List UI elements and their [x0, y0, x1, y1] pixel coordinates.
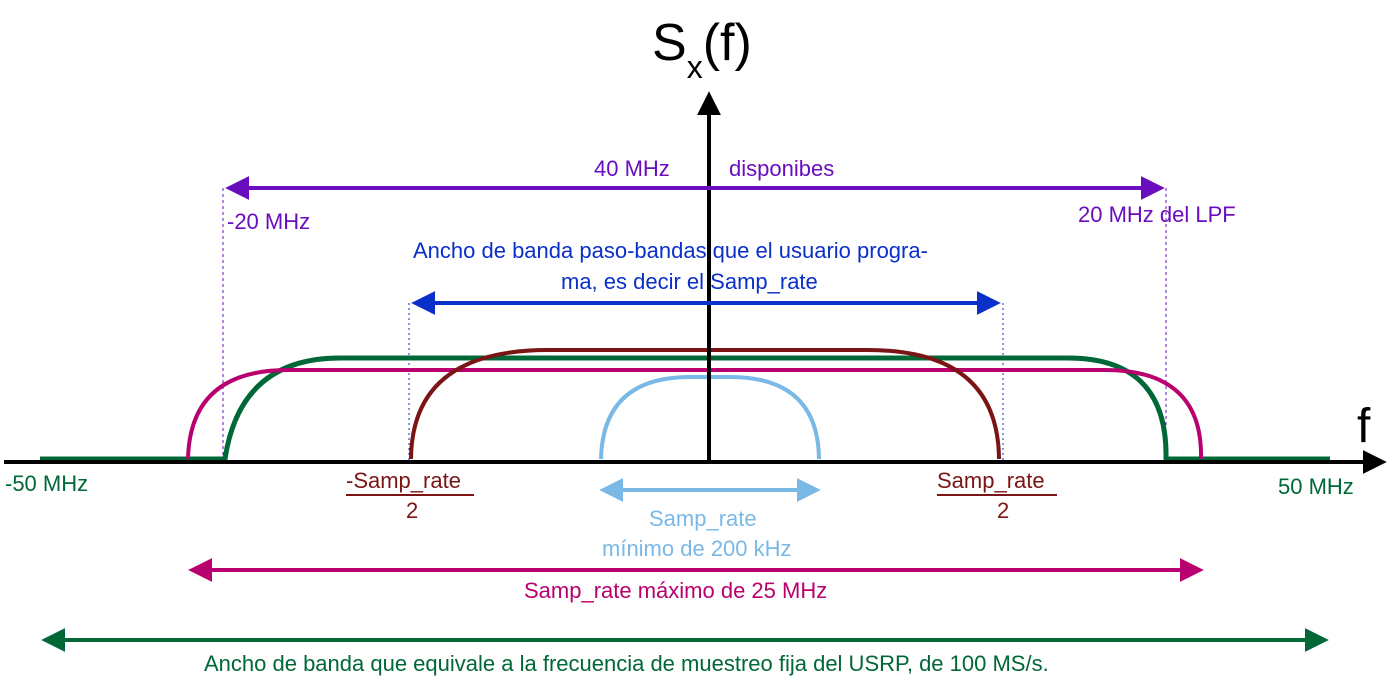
neg-samprate-numerator: -Samp_rate: [346, 468, 461, 493]
psd-label-sub: x: [687, 49, 703, 85]
pos-samprate-denominator: 2: [997, 498, 1009, 523]
green-spectrum-curve: [40, 355, 1330, 462]
magenta-spectrum-curve: [186, 368, 1204, 460]
lightblue-label-line2: mínimo de 200 kHz: [602, 536, 792, 561]
pos-samprate-numerator: Samp_rate: [937, 468, 1045, 493]
darkred-spectrum-curve: [409, 348, 1001, 460]
purple-tick-right: 20 MHz del LPF: [1078, 202, 1236, 227]
psd-axis-label: Sx(f): [652, 14, 752, 85]
psd-label-main: S: [652, 14, 687, 72]
tick-minus-50mhz: -50 MHz: [5, 471, 88, 496]
purple-tick-left: -20 MHz: [227, 209, 310, 234]
purple-label-left: 40 MHz: [594, 156, 670, 181]
magenta-label: Samp_rate máximo de 25 MHz: [524, 578, 827, 603]
lightblue-label-line1: Samp_rate: [649, 506, 757, 531]
blue-description-line1: Ancho de banda paso-bandas que el usuari…: [413, 238, 928, 263]
frequency-axis-label: f: [1357, 400, 1371, 453]
neg-samprate-denominator: 2: [406, 498, 418, 523]
green-label: Ancho de banda que equivale a la frecuen…: [204, 651, 1049, 676]
psd-label-tail: (f): [703, 14, 752, 72]
blue-description-line2: ma, es decir el Samp_rate: [561, 269, 818, 294]
purple-label-right: disponibes: [729, 156, 834, 181]
tick-plus-50mhz: 50 MHz: [1278, 474, 1354, 499]
